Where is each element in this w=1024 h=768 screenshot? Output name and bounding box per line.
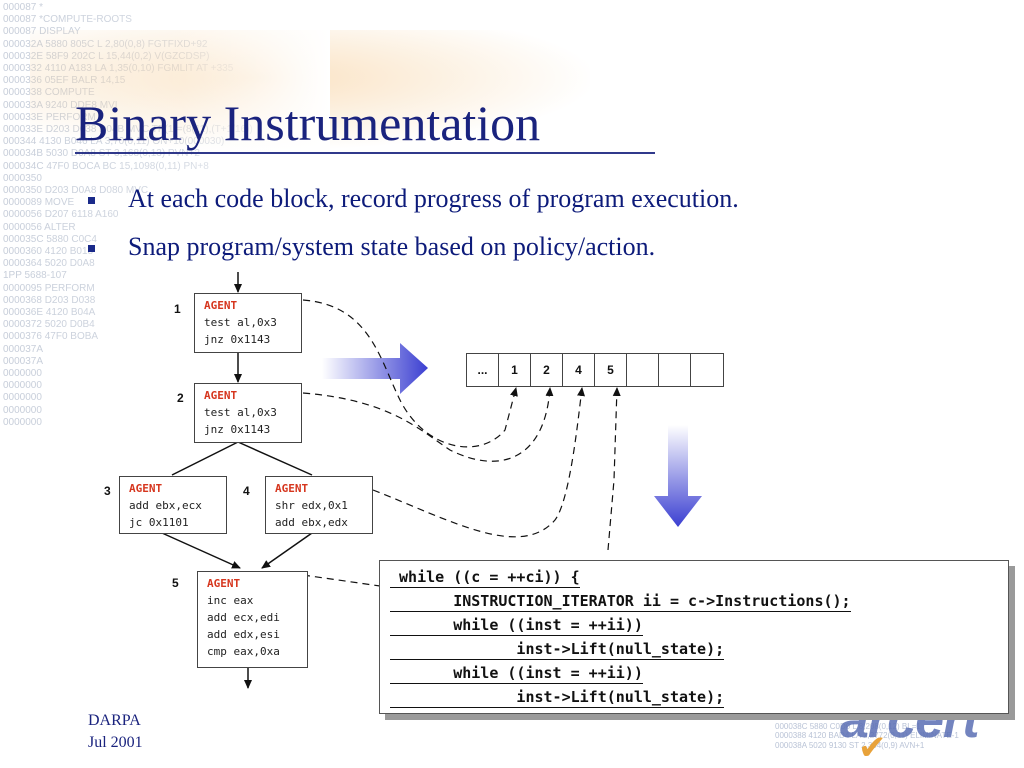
sequence-cell: 2 <box>531 354 563 386</box>
node-number: 5 <box>172 576 179 590</box>
instruction-line: cmp eax,0xa <box>207 645 280 658</box>
dashed-link-5a <box>302 574 381 587</box>
code-block-node: AGENT test al,0x3 jnz 0x1143 <box>194 293 302 353</box>
down-arrow-icon <box>654 425 702 527</box>
sequence-cell <box>627 354 659 386</box>
agent-label: AGENT <box>204 389 238 402</box>
node-number: 2 <box>177 391 184 405</box>
sequence-cell <box>659 354 691 386</box>
code-block-node: AGENT inc eax add ecx,edi add edx,esi cm… <box>197 571 308 668</box>
slide-title: Binary Instrumentation <box>75 95 541 151</box>
edge-2-4 <box>237 441 313 476</box>
instruction-line: test al,0x3 <box>204 316 277 329</box>
dashed-link-5b <box>607 387 621 551</box>
instruction-line: shr edx,0x1 <box>275 499 348 512</box>
bullet-text: At each code block, record progress of p… <box>128 184 739 213</box>
title-underline <box>75 152 655 154</box>
edge-3-5 <box>161 532 241 569</box>
instruction-line: jnz 0x1143 <box>204 423 271 436</box>
instruction-line: jnz 0x1143 <box>204 333 271 346</box>
slide-footer: DARPA Jul 2001 <box>88 710 143 754</box>
node-number: 1 <box>174 302 181 316</box>
instruction-line: add edx,esi <box>207 628 280 641</box>
sequence-cell <box>691 354 723 386</box>
instruction-line: add ecx,edi <box>207 611 280 624</box>
code-line: while ((inst = ++ii)) <box>390 616 643 636</box>
code-block-node: AGENT test al,0x3 jnz 0x1143 <box>194 383 302 443</box>
footer-date: Jul 2001 <box>88 734 143 751</box>
bullet-square-icon <box>88 245 95 252</box>
agent-label: AGENT <box>129 482 163 495</box>
instruction-line: inc eax <box>207 594 254 607</box>
code-line: inst->Lift(null_state); <box>390 640 725 660</box>
dashed-link-1 <box>302 299 518 448</box>
agent-label: AGENT <box>275 482 309 495</box>
bullet-item: At each code block, record progress of p… <box>88 180 739 228</box>
dashed-link-2 <box>302 387 554 462</box>
edge-4-5 <box>261 532 313 569</box>
checkmark-icon: ✔ <box>858 728 887 768</box>
node-number: 4 <box>243 484 250 498</box>
sequence-cell: 4 <box>563 354 595 386</box>
agent-label: AGENT <box>207 577 241 590</box>
right-arrow-icon <box>322 343 428 394</box>
instruction-line: jc 0x1101 <box>129 516 189 529</box>
background-code-line: 000038A 5020 9130 ST 2,304(0,9) AVN+1 <box>775 740 925 750</box>
footer-org: DARPA <box>88 712 141 729</box>
instruction-line: test al,0x3 <box>204 406 277 419</box>
code-line: inst->Lift(null_state); <box>390 688 725 708</box>
bullet-list: At each code block, record progress of p… <box>88 180 739 276</box>
sequence-cell: 5 <box>595 354 627 386</box>
dashed-link-4 <box>372 387 585 538</box>
progress-sequence-array: ... 1 2 4 5 <box>466 353 724 387</box>
bullet-item: Snap program/system state based on polic… <box>88 228 739 276</box>
code-line: while ((inst = ++ii)) <box>390 664 643 684</box>
edge-2-3 <box>171 441 239 476</box>
code-box <box>379 560 1009 714</box>
agent-label: AGENT <box>204 299 238 312</box>
bullet-text: Snap program/system state based on polic… <box>128 232 656 261</box>
code-block-node: AGENT shr edx,0x1 add ebx,edx <box>265 476 373 534</box>
background-code-line: 0000388 4120 BAD4 LA 2,2772(0,11) ELIMIN… <box>775 731 959 740</box>
sequence-cell: 1 <box>499 354 531 386</box>
code-line: while ((c = ++ci)) { <box>390 568 580 588</box>
instruction-line: add ebx,ecx <box>129 499 202 512</box>
sequence-cell: ... <box>467 354 499 386</box>
background-code-line: 000038C 5880 C0D0 L 8,208(0,12) BL=1 <box>775 721 921 731</box>
code-block-node: AGENT add ebx,ecx jc 0x1101 <box>119 476 227 534</box>
instruction-line: add ebx,edx <box>275 516 348 529</box>
node-number: 3 <box>104 484 111 498</box>
bullet-square-icon <box>88 197 95 204</box>
code-line: INSTRUCTION_ITERATOR ii = c->Instruction… <box>390 592 851 612</box>
